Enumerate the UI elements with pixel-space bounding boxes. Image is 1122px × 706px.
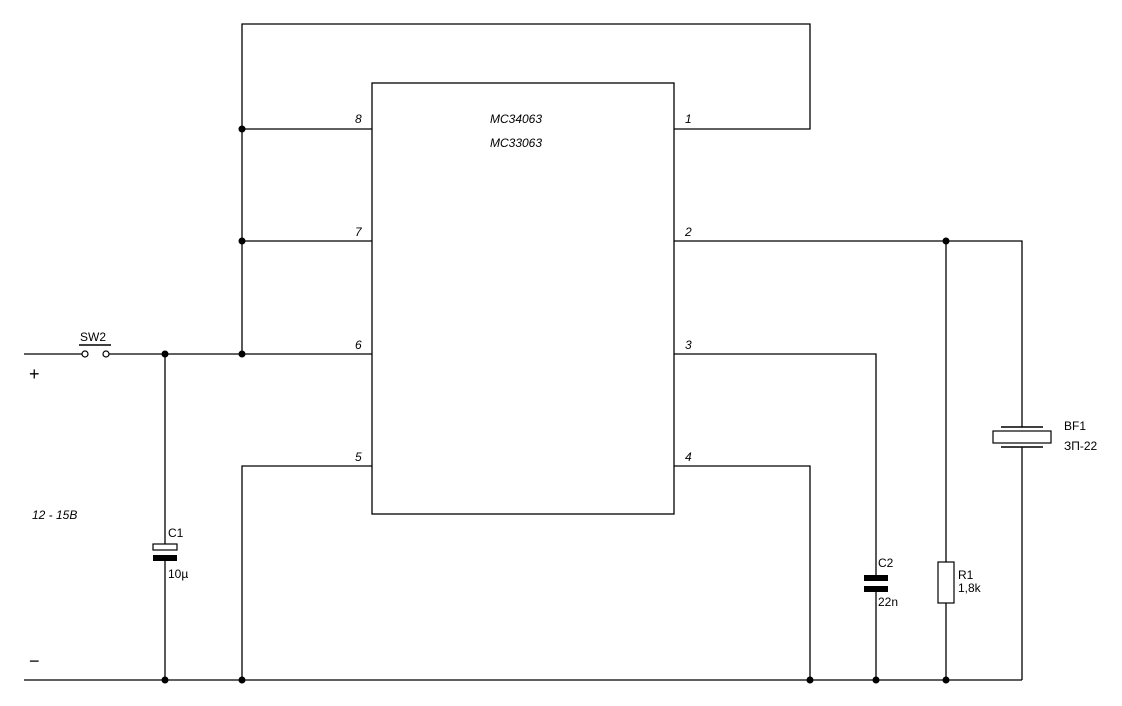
junction-dot (238, 125, 246, 133)
junction-dot (238, 676, 246, 684)
switch-label: SW2 (80, 330, 106, 344)
supply-voltage-label: 12 - 15B (32, 508, 77, 522)
junction-dots (161, 125, 950, 684)
resistor-r1 (937, 561, 955, 604)
ic-part-label-1: MC34063 (490, 112, 542, 126)
bf1-value-label: ЗП-22 (1064, 439, 1098, 453)
ic-body (371, 82, 675, 515)
r1-ref-label: R1 (958, 568, 974, 582)
capacitor-c2 (864, 575, 888, 592)
ic-part-label-2: MC33063 (490, 136, 542, 150)
switch-sw2 (79, 344, 111, 358)
junction-dot (806, 676, 814, 684)
switch-contact-right (102, 350, 110, 358)
c1-plate-positive (152, 543, 178, 551)
pin-label-4: 4 (685, 450, 692, 464)
wire-pin5 (241, 465, 372, 680)
junction-dot (238, 237, 246, 245)
c1-ref-label: C1 (168, 526, 184, 540)
junction-dot (161, 676, 169, 684)
switch-contact-left (81, 350, 89, 358)
pin-label-8: 8 (355, 112, 362, 126)
pin-label-2: 2 (684, 225, 692, 239)
wire-pin3 (674, 353, 877, 575)
bf1-element (992, 430, 1052, 444)
c2-value-label: 22n (878, 595, 898, 609)
wire-top-loop (241, 23, 811, 130)
pin-label-1: 1 (685, 112, 692, 126)
c1-plate-negative (153, 555, 177, 561)
junction-dot (872, 676, 880, 684)
capacitor-c1 (152, 543, 178, 561)
buzzer-bf1 (992, 426, 1052, 448)
junction-dot (161, 350, 169, 358)
junction-dot (942, 237, 950, 245)
pin-label-7: 7 (355, 225, 363, 239)
junction-dot (238, 350, 246, 358)
r1-value-label: 1,8k (958, 581, 982, 595)
junction-dot (942, 676, 950, 684)
c2-ref-label: C2 (878, 556, 894, 570)
supply-plus-label: + (29, 364, 40, 384)
c2-plate-top (864, 575, 888, 581)
c2-plate-bottom (864, 586, 888, 592)
pin-label-5: 5 (355, 450, 362, 464)
pin-label-6: 6 (355, 338, 362, 352)
pin-label-3: 3 (685, 338, 692, 352)
wire-pin4 (674, 465, 811, 680)
supply-minus-label: − (29, 651, 40, 671)
c1-value-label: 10µ (168, 567, 188, 581)
wire-pin2 (674, 240, 1023, 427)
bf1-ref-label: BF1 (1064, 419, 1086, 433)
